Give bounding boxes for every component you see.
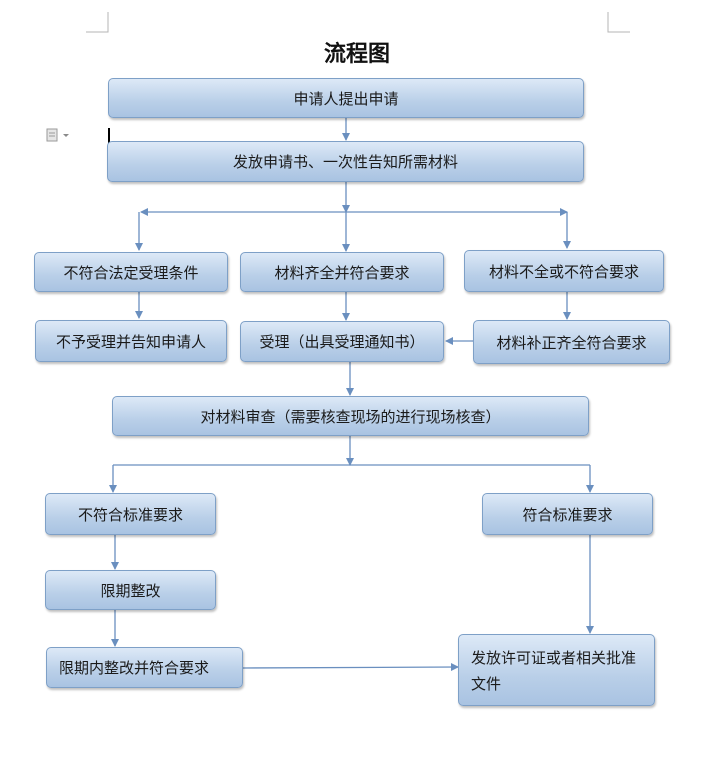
node-materials-incomplete: 材料不全或不符合要求	[464, 250, 664, 292]
document-icon[interactable]	[46, 128, 74, 142]
node-not-standard: 不符合标准要求	[45, 493, 216, 535]
node-apply: 申请人提出申请	[108, 78, 584, 118]
node-issue-license: 发放许可证或者相关批准文件	[458, 634, 655, 706]
node-materials-complete: 材料齐全并符合要求	[240, 252, 444, 292]
node-review: 对材料审查（需要核查现场的进行现场核查）	[112, 396, 589, 436]
page-title: 流程图	[323, 41, 390, 67]
page-corner-mark-left	[86, 12, 109, 33]
text-cursor	[108, 128, 110, 144]
node-accept: 受理（出具受理通知书）	[240, 321, 444, 362]
node-rectified: 限期内整改并符合要求	[46, 647, 243, 688]
node-meets-standard: 符合标准要求	[482, 493, 653, 535]
arrow-n13-n14	[242, 663, 459, 672]
node-issue-forms: 发放申请书、一次性告知所需材料	[107, 141, 584, 182]
node-reject: 不予受理并告知申请人	[35, 320, 227, 362]
node-materials-supplemented: 材料补正齐全符合要求	[473, 320, 670, 364]
node-rectify: 限期整改	[45, 570, 216, 610]
page-corner-mark-right	[607, 12, 630, 33]
node-not-qualified: 不符合法定受理条件	[34, 252, 228, 292]
